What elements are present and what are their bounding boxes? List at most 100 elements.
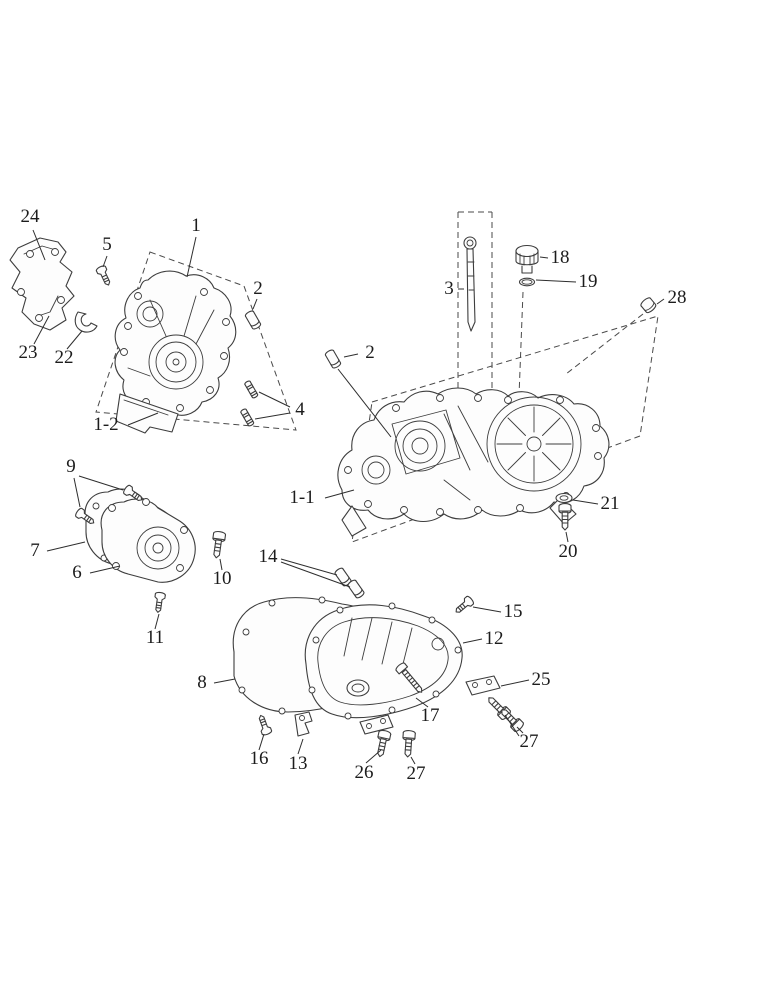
part-label-14: 14 [259, 546, 279, 567]
part-label-17: 17 [421, 705, 440, 726]
screw-5 [95, 264, 114, 288]
part-label-23: 23 [19, 342, 38, 363]
leader-27-right-b [504, 714, 520, 737]
part-label-20: 20 [559, 541, 578, 562]
bracket-rear [359, 714, 394, 735]
part-label-27-right: 27 [520, 731, 539, 752]
leader-12 [462, 638, 483, 644]
leader-20 [565, 531, 569, 543]
leader-2-to-case [337, 368, 392, 438]
leader-27-right-a [516, 726, 524, 734]
leader-21 [572, 499, 599, 505]
dipstick-3 [463, 236, 477, 332]
leader-2-upper [252, 298, 258, 310]
part-label-18: 18 [551, 247, 570, 268]
leader-25 [500, 679, 530, 687]
leader-19 [535, 279, 577, 283]
part-label-1: 1 [191, 215, 201, 236]
leader-4-a [258, 391, 291, 408]
leader-27-bottom [410, 756, 416, 765]
part-label-6: 6 [72, 562, 82, 583]
crankcase-half-left [114, 270, 237, 434]
leader-4-b [254, 412, 291, 420]
leader-2-mid [343, 353, 359, 358]
leader-lines [32, 229, 665, 765]
filler-cap-18 [515, 244, 539, 274]
part-label-28: 28 [668, 287, 687, 308]
leader-11 [154, 613, 160, 630]
leader-14-b [280, 561, 351, 588]
leader-10 [219, 558, 223, 571]
part-label-15: 15 [504, 601, 523, 622]
leader-15 [472, 606, 502, 613]
part-label-13: 13 [289, 753, 308, 774]
part-label-1-1: 1-1 [289, 487, 314, 508]
part-label-10: 10 [213, 568, 232, 589]
cvt-cover-12 [304, 602, 463, 720]
bracket-25 [465, 675, 501, 696]
leader-16 [258, 733, 265, 751]
leader-18 [539, 256, 549, 259]
part-label-16: 16 [250, 748, 269, 769]
part-label-25: 25 [532, 669, 551, 690]
part-label-21: 21 [601, 493, 620, 514]
leader-8 [213, 678, 236, 684]
stud-4-a [243, 379, 259, 400]
leader-13 [297, 738, 304, 755]
assembly-box-left [95, 251, 297, 431]
part-label-2-mid: 2 [365, 342, 375, 363]
cap-construction-line [518, 291, 524, 397]
leader-1 [186, 236, 197, 278]
leader-9-a [78, 475, 124, 491]
stud-4-b [239, 407, 255, 428]
o-ring-19 [518, 277, 536, 287]
clip-13 [294, 711, 313, 737]
leader-5 [102, 255, 108, 268]
dowel-2-mid [323, 348, 343, 370]
part-label-2-upper: 2 [253, 278, 263, 299]
plug-28 [640, 297, 657, 314]
leader-1-2 [127, 412, 159, 426]
leader-1-1 [324, 489, 355, 499]
part-label-8: 8 [197, 672, 207, 693]
screw-15 [452, 594, 476, 617]
crankcase-main [337, 387, 610, 537]
leader-14-a [280, 558, 338, 576]
washer-21 [555, 492, 573, 504]
plug-construction-line [565, 313, 644, 375]
clip-22 [74, 311, 98, 333]
leader-28 [656, 298, 665, 305]
part-label-3: 3 [444, 278, 454, 299]
part-label-22: 22 [55, 347, 74, 368]
bolt-10 [209, 530, 227, 560]
leader-22 [66, 330, 83, 350]
dowel-14-b [346, 578, 366, 600]
pump-cover-6 [100, 498, 196, 583]
part-label-24: 24 [21, 206, 41, 227]
part-labels: 24 5 1 2 23 22 1-2 2 4 3 18 19 28 1-1 21… [19, 206, 687, 784]
leader-9-b [73, 477, 81, 508]
screw-11 [152, 591, 167, 614]
leader-23 [33, 315, 50, 345]
leader-24 [32, 229, 46, 261]
leader-17 [415, 697, 429, 708]
dipstick-box [457, 211, 507, 411]
part-label-11: 11 [146, 627, 164, 648]
part-label-19: 19 [579, 271, 598, 292]
leader-7 [46, 541, 86, 552]
part-label-12: 12 [485, 628, 504, 649]
part-label-7: 7 [30, 540, 40, 561]
gasket-24 [9, 237, 75, 331]
part-label-1-2: 1-2 [93, 414, 118, 435]
bolt-27-bottom [401, 729, 416, 758]
part-label-4: 4 [295, 399, 305, 420]
leader-6 [89, 565, 121, 574]
leader-26 [365, 749, 382, 764]
part-label-26: 26 [355, 762, 374, 783]
part-label-27-bottom: 27 [407, 763, 426, 784]
part-label-9: 9 [66, 456, 76, 477]
crankcase-lug-left [341, 505, 367, 537]
screw-16 [255, 713, 273, 737]
